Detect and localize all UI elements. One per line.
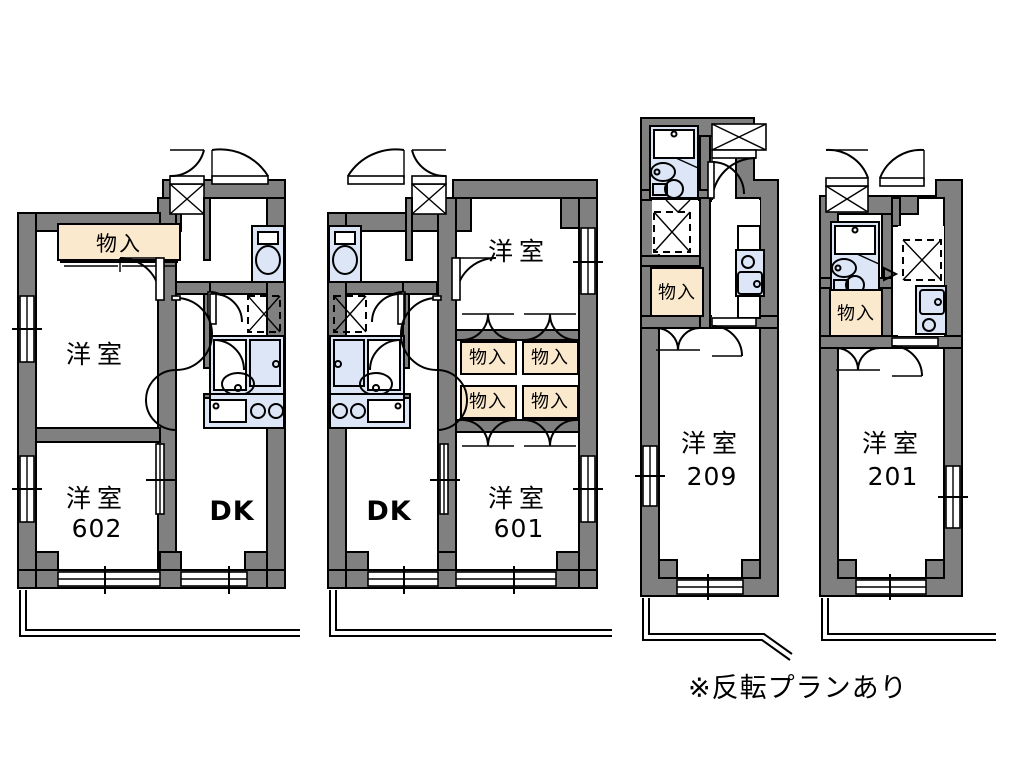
closet-label-601-a: 物入 bbox=[469, 347, 507, 369]
room-number-209: 209 bbox=[686, 461, 738, 491]
interior-door bbox=[119, 257, 213, 431]
room-label-602-bedroom-upper: 洋室 bbox=[65, 339, 129, 369]
closet-label-601-d: 物入 bbox=[531, 391, 569, 413]
balcony-201 bbox=[821, 598, 996, 641]
unit-601-drawing bbox=[327, 148, 603, 594]
interior-door bbox=[711, 317, 757, 357]
window bbox=[12, 295, 42, 523]
unit-bath bbox=[649, 125, 699, 199]
washing-machine-space bbox=[333, 295, 400, 336]
room-label-602-dk: DK bbox=[209, 495, 255, 527]
toilet bbox=[328, 225, 362, 283]
room-number-201: 201 bbox=[867, 461, 919, 491]
entrance-door bbox=[825, 148, 925, 187]
room-label-601-dk: DK bbox=[366, 495, 412, 527]
kitchen-counter bbox=[712, 200, 765, 319]
room-number-601: 601 bbox=[493, 513, 545, 543]
interior-door bbox=[891, 337, 939, 377]
washing-machine-space bbox=[214, 295, 281, 336]
room-label-209-bedroom: 洋室 bbox=[680, 428, 744, 458]
closet-label-201: 物入 bbox=[837, 303, 875, 325]
closet-box bbox=[829, 289, 883, 337]
window bbox=[573, 227, 603, 523]
footnote-reversed-plan: ※反転プランあり bbox=[688, 673, 908, 704]
shoe-box bbox=[169, 183, 205, 215]
closet-door bbox=[835, 347, 881, 371]
interior-door bbox=[146, 443, 176, 515]
closet-label-601-c: 物入 bbox=[469, 391, 507, 413]
room-number-602: 602 bbox=[71, 513, 123, 543]
entrance-door bbox=[707, 149, 757, 203]
kitchen-counter bbox=[915, 285, 947, 335]
kitchen-counter bbox=[329, 393, 411, 429]
entrance-door bbox=[169, 148, 269, 185]
unit-209-drawing bbox=[635, 117, 779, 600]
closet-box bbox=[650, 267, 704, 317]
closet-label-602: 物入 bbox=[96, 231, 142, 256]
window bbox=[367, 566, 557, 594]
window bbox=[855, 574, 927, 600]
closet-door bbox=[461, 313, 577, 447]
shoe-box bbox=[825, 185, 869, 213]
shoe-box bbox=[411, 183, 447, 215]
room-label-601-bedroom-lower: 洋室 bbox=[487, 483, 551, 513]
interior-door bbox=[400, 257, 497, 431]
closet-box bbox=[57, 223, 181, 261]
closet-group bbox=[460, 341, 579, 419]
window bbox=[938, 465, 968, 529]
unit-602-drawing bbox=[12, 148, 286, 594]
window bbox=[676, 574, 744, 600]
balcony-602 bbox=[19, 590, 300, 637]
balcony-601 bbox=[329, 590, 612, 637]
bathroom bbox=[209, 335, 285, 396]
bathroom bbox=[329, 335, 405, 396]
kitchen-counter bbox=[203, 393, 285, 429]
entrance-door bbox=[347, 148, 447, 185]
interior-door bbox=[430, 443, 460, 515]
toilet bbox=[251, 225, 285, 283]
room-label-601-bedroom-upper: 洋室 bbox=[487, 236, 551, 266]
shoe-box bbox=[711, 123, 767, 151]
closet-label-209: 物入 bbox=[658, 282, 696, 304]
closet-label-601-b: 物入 bbox=[531, 347, 569, 369]
room-label-201-bedroom: 洋室 bbox=[861, 428, 925, 458]
unit-201-drawing bbox=[819, 148, 968, 600]
room-label-602-bedroom-lower: 洋室 bbox=[65, 483, 129, 513]
balcony-209 bbox=[642, 598, 793, 661]
washing-machine-space bbox=[652, 199, 698, 254]
window bbox=[635, 445, 665, 507]
window bbox=[57, 566, 248, 594]
closet-door bbox=[655, 327, 701, 351]
